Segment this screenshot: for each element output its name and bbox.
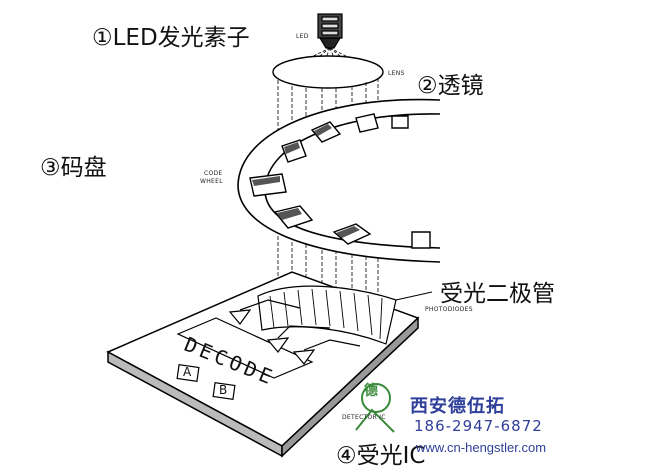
code-wheel: [237, 98, 441, 263]
watermark-logo-char: 德: [364, 383, 378, 399]
watermark-url: www.cn-hengstler.com: [416, 440, 547, 455]
lens-label: ②透镜: [417, 73, 484, 99]
led-label: ①LED发光素子: [92, 25, 250, 51]
lens: [272, 55, 384, 89]
detector-small-label: DETECTOR IC: [342, 414, 386, 421]
code-wheel-small-label-2: WHEEL: [200, 178, 223, 185]
led-emitter: [317, 13, 343, 49]
receiver-ic-label: ④受光IC: [336, 443, 426, 469]
decode-block: [176, 299, 361, 401]
photodiode-label: 受光二极管: [440, 281, 555, 307]
watermark-company: 西安德伍拓: [410, 396, 505, 417]
watermark-phone: 186-2947-6872: [414, 417, 543, 435]
led-small-label: LED: [296, 33, 309, 40]
code-wheel-small-label-1: CODE: [204, 170, 223, 177]
code-wheel-label: ③码盘: [40, 155, 107, 181]
output-a: A: [183, 365, 192, 379]
photodiode-array: [257, 285, 433, 345]
output-b: B: [219, 383, 228, 397]
watermark-logo: [355, 383, 395, 433]
lens-small-label: LENS: [388, 70, 405, 77]
photodiode-small-label: PHOTODIODES: [425, 306, 473, 313]
